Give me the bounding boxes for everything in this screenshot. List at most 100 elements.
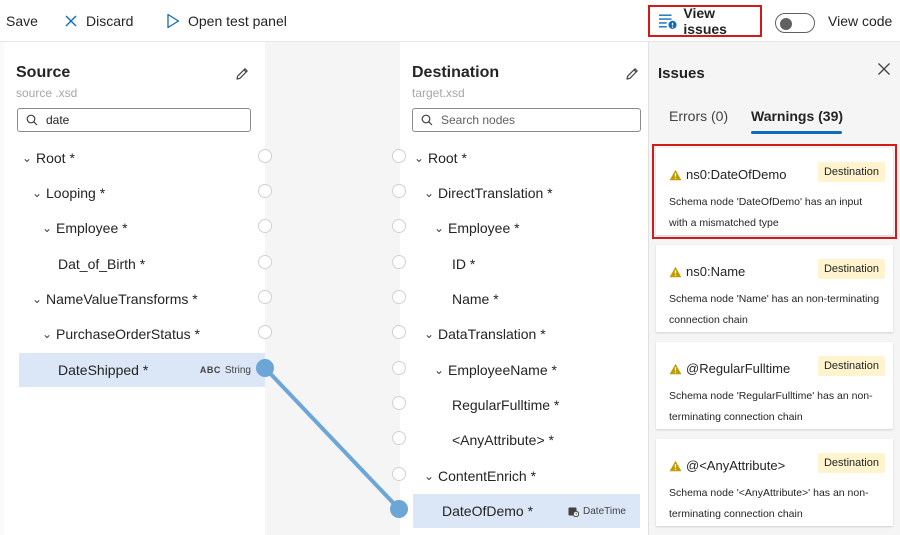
dest-node-employeename[interactable]: ⌄ EmployeeName * <box>434 353 648 387</box>
dest-handle-employee[interactable] <box>392 219 406 233</box>
dest-handle-root[interactable] <box>392 149 406 163</box>
dest-handle-id[interactable] <box>392 255 406 269</box>
type-label: DateTime <box>583 505 626 517</box>
chevron-down-icon: ⌄ <box>424 469 435 483</box>
dest-handle-dateofdemo[interactable] <box>390 500 408 518</box>
destination-file: target.xsd <box>412 86 465 100</box>
source-search-input[interactable]: date <box>17 108 251 132</box>
issues-list-icon <box>658 14 677 29</box>
source-node-root[interactable]: ⌄ Root * <box>22 141 265 175</box>
source-title: Source <box>16 64 71 81</box>
tab-warnings[interactable]: Warnings (39) <box>751 108 844 124</box>
issue-description: Schema node 'DateOfDemo' has an input wi… <box>669 196 863 229</box>
node-label: <AnyAttribute> * <box>452 432 554 448</box>
node-label: Dat_of_Birth * <box>58 256 146 272</box>
warning-icon <box>669 460 682 471</box>
dest-node-root[interactable]: ⌄ Root * <box>414 141 648 175</box>
dest-handle-name[interactable] <box>392 290 406 304</box>
node-label: DateOfDemo * <box>442 503 534 519</box>
source-handle-employee[interactable] <box>258 219 272 233</box>
node-label: DataTranslation * <box>438 326 546 342</box>
dest-handle-employeename[interactable] <box>392 361 406 375</box>
string-type-icon: ABC <box>199 365 221 375</box>
dest-node-anyattribute[interactable]: <AnyAttribute> * <box>452 423 648 457</box>
edit-destination-icon[interactable] <box>624 66 640 82</box>
dest-node-name[interactable]: Name * <box>452 282 648 316</box>
dest-handle-regularfulltime[interactable] <box>392 396 406 410</box>
dest-handle-datatranslation[interactable] <box>392 325 406 339</box>
close-icon <box>65 15 77 27</box>
search-icon <box>26 114 38 126</box>
issues-panel: Issues Errors (0) Warnings (39) ns0:Date… <box>648 42 900 535</box>
type-badge: ABC String <box>200 353 251 387</box>
chevron-down-icon: ⌄ <box>434 363 445 377</box>
discard-label: Discard <box>86 13 134 29</box>
destination-panel: Destination target.xsd Search nodes ⌄ Ro… <box>400 42 648 535</box>
close-icon[interactable] <box>877 62 891 76</box>
node-label: Name * <box>452 291 499 307</box>
issue-badge: Destination <box>817 356 885 376</box>
issue-badge: Destination <box>817 259 885 279</box>
issue-badge: Destination <box>817 162 885 182</box>
dest-node-regularfulltime[interactable]: RegularFulltime * <box>452 388 648 422</box>
dest-node-contentenrich[interactable]: ⌄ ContentEnrich * <box>424 459 648 493</box>
view-issues-label: View issues <box>683 5 727 37</box>
node-label: DirectTranslation * <box>438 185 553 201</box>
chevron-down-icon: ⌄ <box>434 221 445 235</box>
chevron-down-icon: ⌄ <box>22 151 33 165</box>
destination-search-placeholder: Search nodes <box>441 113 516 127</box>
view-code-toggle[interactable] <box>775 13 815 33</box>
issue-name: ns0:Name <box>686 264 746 279</box>
mapping-area[interactable] <box>265 42 400 535</box>
toggle-knob <box>780 18 792 30</box>
mapper-canvas: Source source .xsd date ⌄ Root * ⌄ Loopi… <box>0 42 648 535</box>
issue-card-name[interactable]: ns0:Name Destination Schema node 'Name' … <box>656 245 893 332</box>
source-handle-root[interactable] <box>258 149 272 163</box>
issues-title: Issues <box>658 65 705 82</box>
node-label: ContentEnrich * <box>438 468 537 484</box>
dest-node-dateofdemo[interactable]: DateOfDemo * DateTime <box>413 494 640 528</box>
tab-errors[interactable]: Errors (0) <box>669 108 729 124</box>
dest-node-datatranslation[interactable]: ⌄ DataTranslation * <box>424 317 648 351</box>
chevron-down-icon: ⌄ <box>42 221 53 235</box>
dest-handle-contentenrich[interactable] <box>392 467 406 481</box>
type-label: String <box>224 364 251 376</box>
source-handle-namevaluetransforms[interactable] <box>258 290 272 304</box>
node-label: Employee * <box>56 220 128 236</box>
issue-name: @RegularFulltime <box>686 361 791 376</box>
source-node-purchaseorderstatus[interactable]: ⌄ PurchaseOrderStatus * <box>42 317 265 351</box>
open-test-panel-button[interactable]: Open test panel <box>166 0 287 42</box>
destination-search-input[interactable]: Search nodes <box>412 108 641 132</box>
edit-source-icon[interactable] <box>234 66 250 82</box>
source-node-employee[interactable]: ⌄ Employee * <box>42 211 265 245</box>
source-handle-dateshipped[interactable] <box>256 359 274 377</box>
dest-node-id[interactable]: ID * <box>452 247 648 281</box>
node-label: RegularFulltime * <box>452 397 560 413</box>
view-issues-button[interactable]: View issues <box>648 5 762 37</box>
source-node-dat-of-birth[interactable]: Dat_of_Birth * <box>58 247 265 281</box>
open-test-panel-label: Open test panel <box>188 13 287 29</box>
source-handle-purchaseorderstatus[interactable] <box>258 325 272 339</box>
dest-handle-directtranslation[interactable] <box>392 184 406 198</box>
source-node-looping[interactable]: ⌄ Looping * <box>32 176 265 210</box>
chevron-down-icon: ⌄ <box>42 327 53 341</box>
issue-title: @RegularFulltime <box>669 361 790 376</box>
issue-card-regularfulltime[interactable]: @RegularFulltime Destination Schema node… <box>656 342 893 429</box>
dest-node-directtranslation[interactable]: ⌄ DirectTranslation * <box>424 176 648 210</box>
source-node-dateshipped[interactable]: DateShipped * ABC String <box>19 353 265 387</box>
issue-card-dateofdemo[interactable]: ns0:DateOfDemo Destination Schema node '… <box>652 144 897 239</box>
issue-card-anyattribute[interactable]: @<AnyAttribute> Destination Schema node … <box>656 439 893 526</box>
source-file: source .xsd <box>16 86 78 100</box>
node-label: EmployeeName * <box>448 362 557 378</box>
source-handle-dat-of-birth[interactable] <box>258 255 272 269</box>
chevron-down-icon: ⌄ <box>32 186 43 200</box>
issue-description: Schema node 'Name' has an non-terminatin… <box>669 293 880 326</box>
dest-handle-anyattribute[interactable] <box>392 431 406 445</box>
type-badge: DateTime <box>568 494 626 528</box>
source-node-namevaluetransforms[interactable]: ⌄ NameValueTransforms * <box>32 282 265 316</box>
dest-node-employee[interactable]: ⌄ Employee * <box>434 211 648 245</box>
save-button[interactable]: Save <box>6 0 38 42</box>
discard-button[interactable]: Discard <box>64 0 133 42</box>
source-handle-looping[interactable] <box>258 184 272 198</box>
warning-icon <box>669 266 682 277</box>
